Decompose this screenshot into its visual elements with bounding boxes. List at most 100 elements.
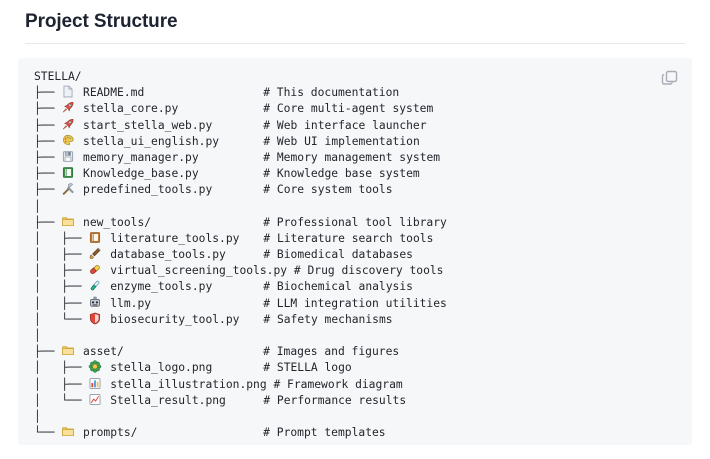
bar-chart-icon	[88, 377, 102, 390]
tree-entry-comment: # Literature search tools	[263, 231, 434, 245]
tree-entry-name: biosecurity_tool.py	[110, 312, 240, 326]
folder-icon	[61, 344, 75, 357]
icon-gap	[76, 345, 83, 358]
tree-entry-name: stella_logo.png	[110, 361, 213, 375]
tree-branch-glyph: │ ├──	[34, 361, 89, 375]
icon-gap	[76, 167, 83, 180]
tree-entry-name: asset/	[83, 345, 124, 359]
tree-entry-name: literature_tools.py	[110, 231, 240, 245]
icon-gap	[76, 216, 83, 229]
folder-icon	[61, 215, 75, 228]
tree-branch-glyph: │ ├──	[34, 280, 89, 294]
tree-entry-comment: # LLM integration utilities	[263, 296, 447, 310]
tree-entry-comment: # Performance results	[263, 393, 407, 407]
tree-row: │ └── biosecurity_tool.py# Safety mechan…	[34, 312, 682, 328]
tree-entry-name: stella_ui_english.py	[83, 134, 220, 148]
tree-row: ├── asset/ # Images and figures	[34, 344, 682, 360]
tree-entry-name: enzyme_tools.py	[110, 280, 213, 294]
tree-branch-glyph: ├──	[34, 167, 62, 181]
tree-row: ├── Knowledge_base.py # Knowledge base sy…	[34, 166, 682, 182]
shield-icon	[88, 312, 102, 325]
tree-spacer-row: │	[34, 409, 682, 425]
tree-branch-glyph: ├──	[34, 183, 62, 197]
icon-gap	[76, 151, 83, 164]
tree-entry-comment: # STELLA logo	[263, 361, 352, 375]
tree-branch-glyph: │ ├──	[34, 296, 89, 310]
tree-entry-comment: # Drug discovery tools	[293, 264, 444, 278]
folder-icon	[61, 425, 75, 438]
tree-branch-glyph: ├──	[34, 86, 62, 100]
tree-branch-glyph: ├──	[34, 150, 62, 164]
hammer-pick-icon	[61, 182, 75, 196]
pill-icon	[88, 263, 102, 276]
page-icon	[61, 85, 75, 98]
tree-branch-glyph: │ ├──	[34, 264, 89, 278]
tree-branch-glyph: │ ├──	[34, 231, 89, 245]
tree-branch-glyph: │	[34, 329, 41, 342]
tree-row: ├── new_tools/# Professional tool librar…	[34, 215, 682, 231]
tree-entry-comment: # Biomedical databases	[263, 248, 413, 262]
icon-gap	[76, 426, 83, 439]
tree-branch-glyph: └──	[34, 426, 62, 440]
rocket-icon	[61, 118, 75, 131]
tree-branch-glyph: │ ├──	[34, 377, 89, 391]
tree-row: ├── README.md # This documentation	[34, 85, 682, 101]
tree-spacer-row: │	[34, 328, 682, 344]
tree-branch-glyph: │ └──	[34, 312, 89, 326]
tree-row: │ ├── stella_logo.png # STELLA logo	[34, 360, 682, 376]
tree-entry-name: virtual_screening_tools.py	[110, 264, 288, 278]
orange-book-icon	[88, 231, 102, 244]
tree-entry-name: stella_core.py	[83, 102, 179, 116]
tree-branch-glyph: │ ├──	[34, 248, 89, 262]
tree-entry-comment: # Framework diagram	[273, 377, 403, 391]
tree-row: │ ├── virtual_screening_tools.py # Drug d…	[34, 263, 682, 279]
test-tube-icon	[88, 279, 102, 292]
tree-entry-comment: # Web UI implementation	[263, 134, 420, 148]
microscope-icon	[88, 247, 102, 260]
tree-branch-glyph: │ └──	[34, 393, 89, 407]
tree-entry-name: memory_manager.py	[83, 150, 199, 164]
tree-branch-glyph: ├──	[34, 102, 62, 116]
tree-entry-comment: # This documentation	[263, 86, 400, 100]
tree-entry-name: start_stella_web.py	[83, 118, 213, 132]
tree-branch-glyph: │	[34, 199, 41, 213]
tree-entry-name: Knowledge_base.py	[83, 167, 199, 181]
tree-row: ├── predefined_tools.py# Core system too…	[34, 182, 682, 198]
tree-row: │ ├── literature_tools.py # Literature se…	[34, 231, 682, 247]
icon-gap	[76, 119, 83, 132]
tree-branch-glyph: ├──	[34, 215, 62, 229]
tree-row: ├── stella_ui_english.py # Web UI impleme…	[34, 134, 682, 150]
icon-gap	[76, 86, 83, 99]
icon-gap	[76, 183, 83, 196]
tree-entry-comment: # Web interface launcher	[263, 118, 427, 132]
tree-branch-glyph: ├──	[34, 134, 62, 148]
tree-entry-comment: # Knowledge base system	[263, 167, 420, 181]
tree-entry-name: llm.py	[110, 296, 152, 310]
tree-entry-name: README.md	[83, 86, 145, 100]
tree-row: ├── stella_core.py# Core multi-agent sys…	[34, 101, 682, 117]
copy-icon[interactable]	[660, 68, 680, 88]
tree-row: └── prompts/ # Prompt templates	[34, 425, 682, 441]
tree-row: │ ├── enzyme_tools.py# Biochemical analy…	[34, 279, 682, 295]
tree-entry-name: database_tools.py	[110, 248, 226, 262]
tree-entry-name: prompts/	[83, 426, 138, 440]
rocket-icon	[61, 101, 75, 114]
tree-entry-name: Stella_result.png	[110, 393, 226, 407]
page-title: Project Structure	[25, 11, 178, 32]
tree-entry-name: stella_illustration.png	[110, 377, 267, 391]
tree-row: │ ├── llm.py # LLM integration utilities	[34, 296, 682, 312]
tree-entry-comment: # Prompt templates	[263, 426, 386, 440]
tree-branch-glyph: ├──	[34, 345, 62, 359]
directory-tree: STELLA/ ├── README.md # This documentation…	[34, 69, 682, 441]
tree-entry-comment: # Professional tool library	[263, 215, 447, 229]
tree-branch-glyph: │	[34, 409, 41, 423]
line-chart-icon	[88, 393, 102, 406]
tree-branch-glyph: ├──	[34, 118, 62, 132]
floppy-disk-icon	[61, 150, 75, 163]
tree-entry-comment: # Images and figures	[263, 345, 400, 359]
tree-entry-name: STELLA/	[34, 70, 82, 83]
title-divider	[25, 43, 685, 44]
palette-icon	[61, 134, 75, 147]
tree-entry-comment: # Core system tools	[263, 183, 393, 197]
